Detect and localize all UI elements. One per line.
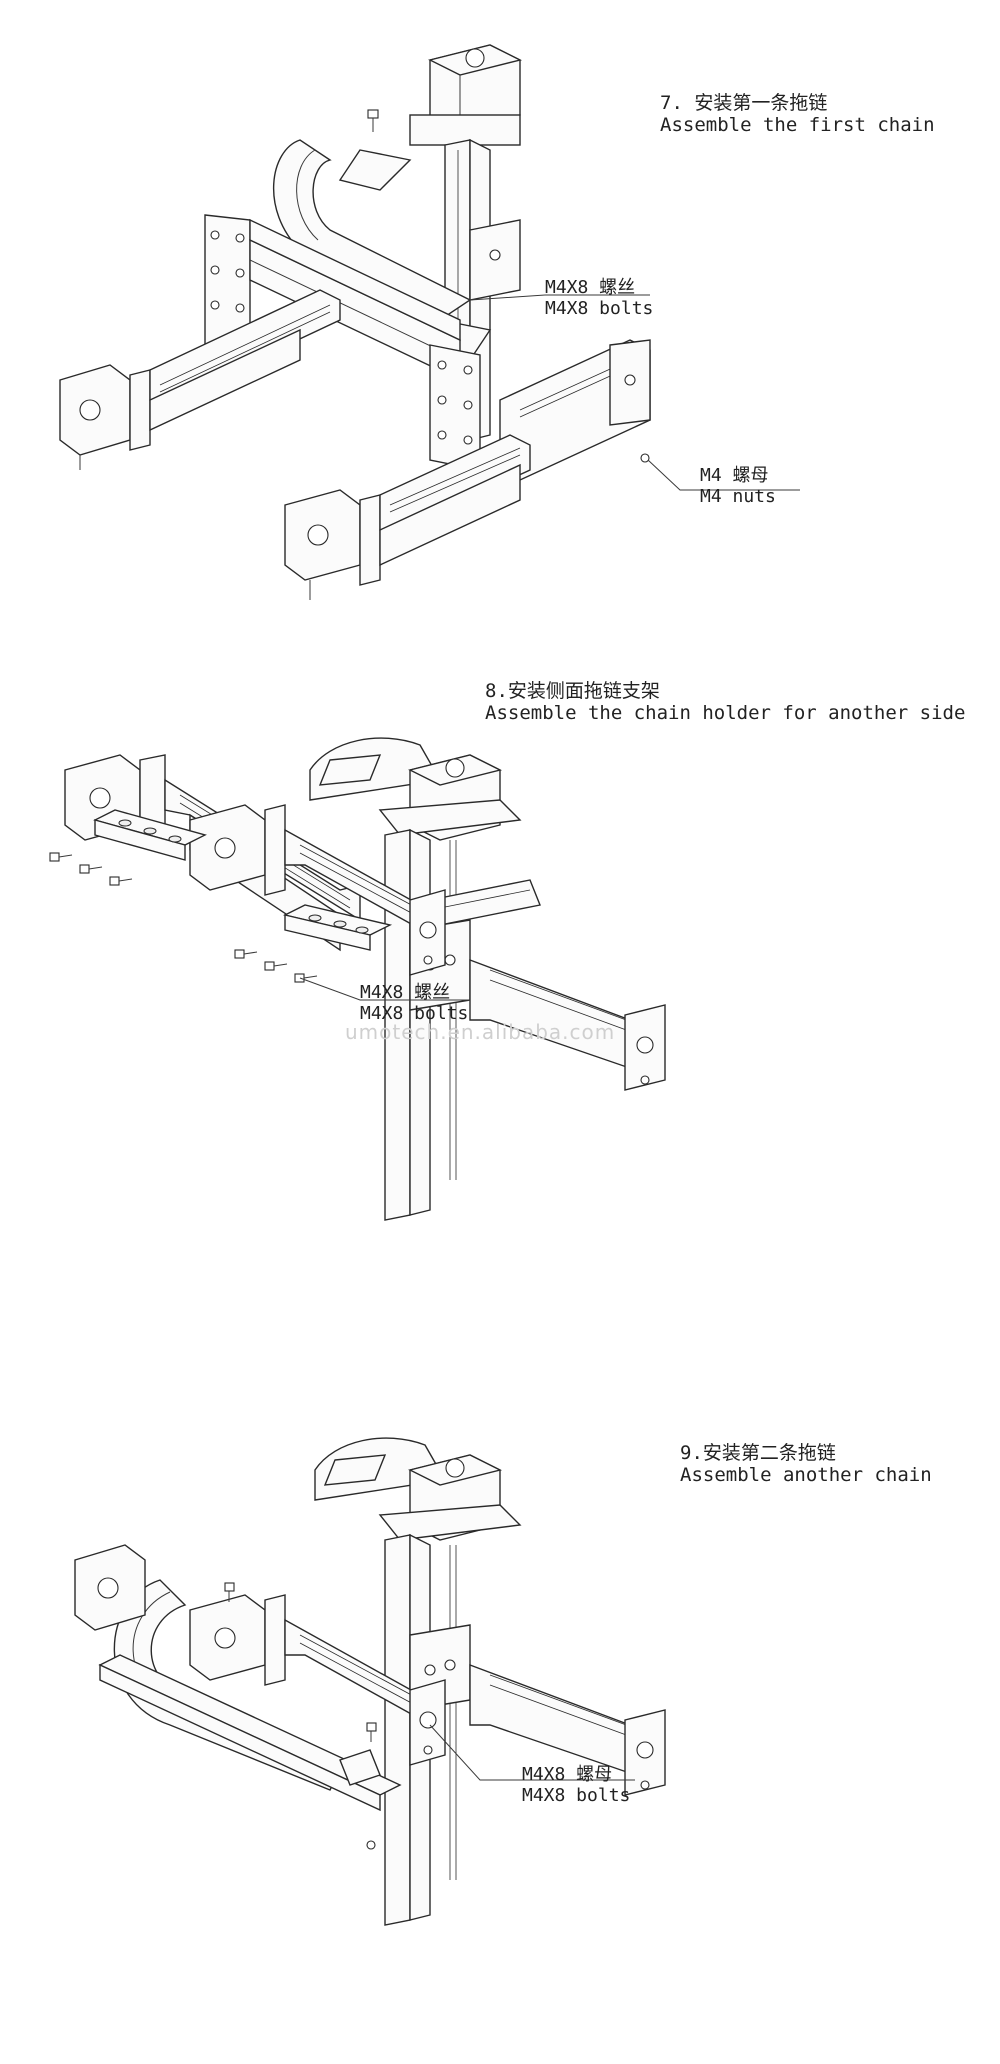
left-y-axis xyxy=(59,289,341,470)
front-x-rail xyxy=(284,828,446,976)
base-plate xyxy=(98,1654,402,1812)
bolt-icon xyxy=(234,949,318,983)
step-8-assembly-drawing xyxy=(49,737,666,1221)
bolt-icon xyxy=(224,1582,377,1742)
step-9-title-en: Assemble another chain xyxy=(680,1464,932,1486)
front-x-motor xyxy=(189,804,286,896)
step-7-title-cn: 7. 安装第一条拖链 xyxy=(660,92,828,114)
step-8-title: 8.安装侧面拖链支架 Assemble the chain holder for… xyxy=(485,680,965,724)
callout-leader-bolts xyxy=(299,977,470,1001)
step-7-callout-bolts: M4X8 螺丝 M4X8 bolts xyxy=(545,277,654,319)
chain-holder-bracket-1 xyxy=(93,809,207,861)
right-y-axis xyxy=(499,339,651,481)
step-8-title-cn: 8.安装侧面拖链支架 xyxy=(485,680,660,702)
back-x-rail xyxy=(429,879,541,926)
left-y-motor xyxy=(74,1544,146,1631)
z-motor xyxy=(378,754,522,841)
callout-leader-bolts xyxy=(429,1724,635,1781)
step-7-title: 7. 安装第一条拖链 Assemble the first chain xyxy=(660,92,935,136)
step-7-panel: 7. 安装第一条拖链 Assemble the first chain M4X8… xyxy=(0,0,1000,640)
step-7-assembly-drawing xyxy=(59,44,800,600)
step-7-callout-nuts: M4 螺母 M4 nuts xyxy=(700,465,776,507)
front-y-axis xyxy=(284,434,531,600)
step-7-title-en: Assemble the first chain xyxy=(660,114,935,136)
top-drag-chain xyxy=(309,737,442,801)
left-end-plate xyxy=(204,214,251,356)
front-x-motor xyxy=(189,1594,286,1686)
step-9-assembly-drawing xyxy=(74,1437,666,1926)
right-x-rail xyxy=(469,1663,666,1796)
front-x-rail xyxy=(284,1618,446,1766)
bolt-icon xyxy=(367,109,379,132)
bolt-icon xyxy=(49,852,133,886)
step-9-callout-bolts: M4X8 螺母 M4X8 bolts xyxy=(522,1764,631,1806)
right-end-plate xyxy=(429,344,481,471)
step-8-callout-bolts: M4X8 螺丝 M4X8 bolts xyxy=(360,982,469,1024)
z-motor xyxy=(378,1454,522,1541)
z-motor xyxy=(409,44,523,146)
step-9-title: 9.安装第二条拖链 Assemble another chain xyxy=(680,1442,932,1486)
chain-holder-bracket-2 xyxy=(282,904,393,951)
step-8-panel: 8.安装侧面拖链支架 Assemble the chain holder for… xyxy=(0,660,1000,1360)
nut-icon xyxy=(640,453,650,463)
callout-leader-bolts xyxy=(469,294,650,301)
watermark: umotech.en.alibaba.com xyxy=(345,1020,616,1044)
step-8-title-en: Assemble the chain holder for another si… xyxy=(485,702,966,724)
nut-icon xyxy=(366,1840,376,1850)
step-9-title-cn: 9.安装第二条拖链 xyxy=(680,1442,836,1464)
callout-leader-nuts xyxy=(647,459,800,491)
right-x-rail xyxy=(469,958,666,1091)
step-9-panel: 9.安装第二条拖链 Assemble another chain M4X8 螺母… xyxy=(0,1380,1000,2064)
